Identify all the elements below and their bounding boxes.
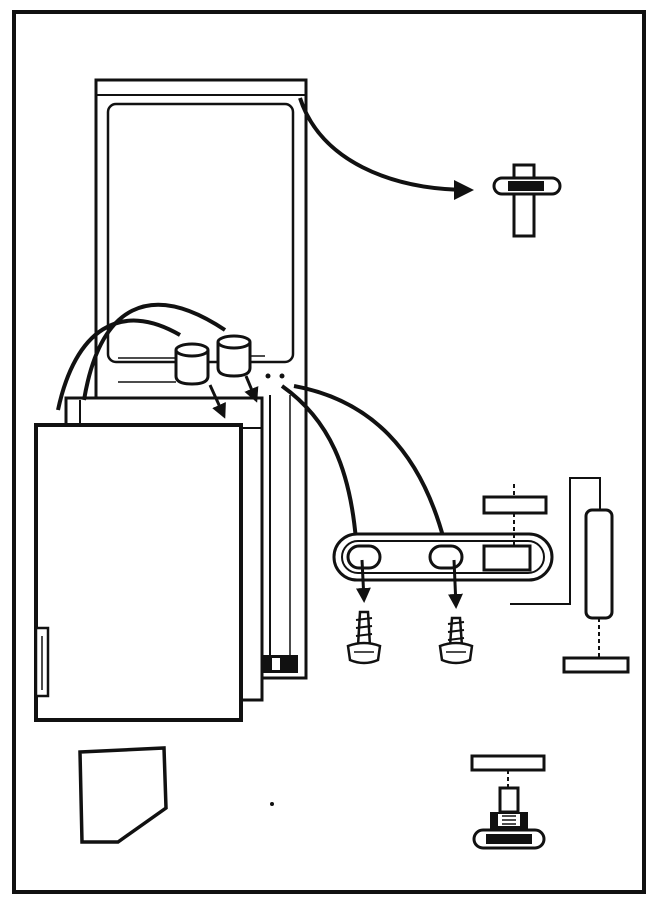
screw-left <box>346 610 382 665</box>
spacer-column <box>584 508 614 620</box>
bracket-slot-right <box>428 544 464 570</box>
corner-cover <box>78 746 168 844</box>
hinge-cap-left <box>174 342 210 386</box>
cap-to-door-arrows <box>208 375 259 419</box>
middle-hinge-bracket <box>332 532 554 609</box>
top-hinge-pin <box>298 97 562 238</box>
hinge-caps <box>118 334 265 386</box>
spacer-bottom-plate <box>562 656 630 674</box>
screws <box>346 610 474 665</box>
cap-movement-curves <box>56 302 227 411</box>
fridge-door <box>34 396 264 722</box>
spacer-top-plate <box>482 495 548 515</box>
bracket-slot-left <box>346 544 382 570</box>
hinge-cap-right <box>216 334 252 378</box>
screw-right <box>438 616 474 665</box>
screw-path-curves <box>280 384 446 541</box>
pin-washer <box>470 754 546 772</box>
hinge-holes <box>265 373 285 806</box>
bottom-hinge-pin <box>470 754 546 850</box>
hinge-spacer-set <box>482 477 630 674</box>
bracket-spacer <box>482 544 532 572</box>
